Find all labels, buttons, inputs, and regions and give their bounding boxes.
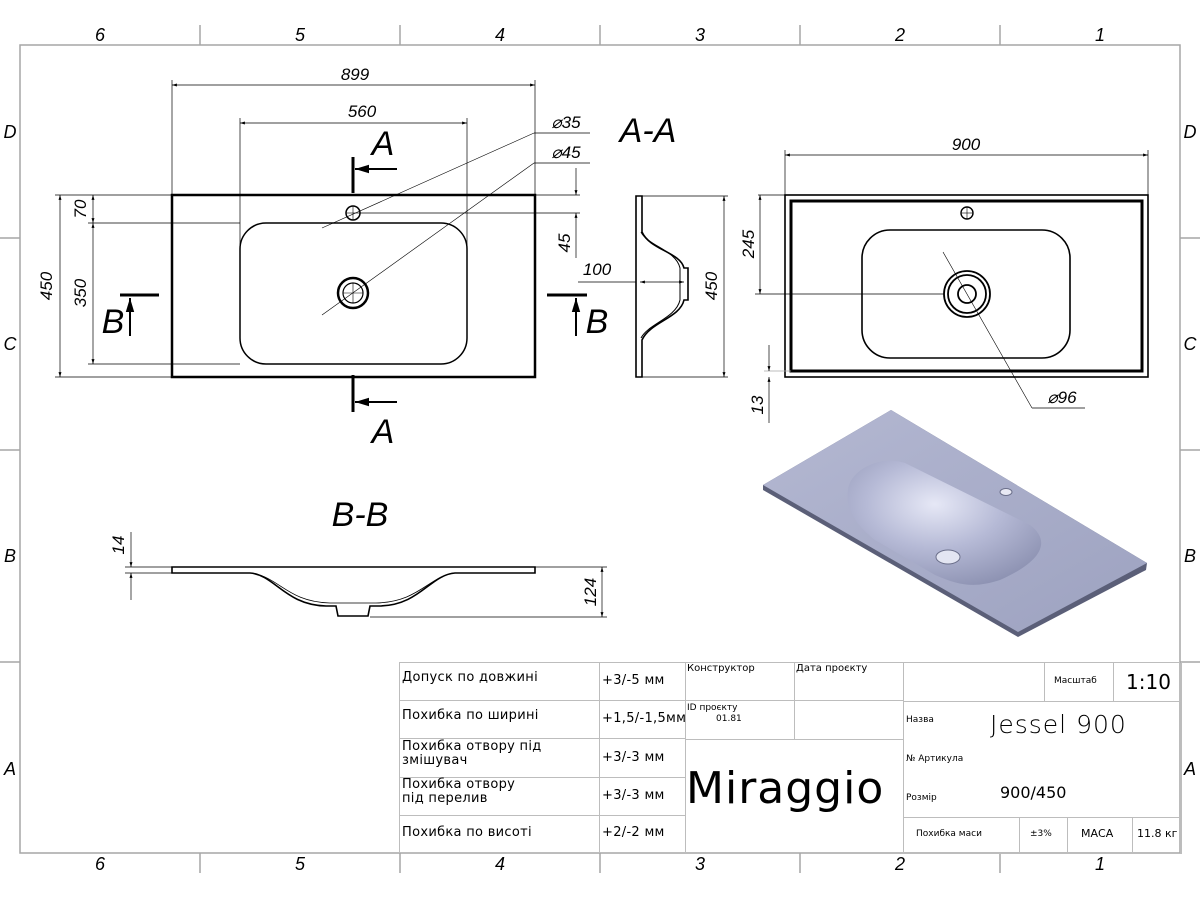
svg-text:13: 13 [748, 395, 767, 414]
tolerance-value: +2/-2 мм [602, 825, 665, 840]
svg-text:124: 124 [581, 578, 600, 606]
tolerance-label: Похибка по ширині [402, 708, 539, 723]
svg-text:245: 245 [739, 229, 758, 259]
tolerance-table: Допуск по довжині +3/-5 мм Похибка по ши… [399, 662, 686, 853]
svg-text:B-B: B-B [332, 496, 389, 534]
svg-text:D: D [1184, 122, 1197, 142]
svg-text:3: 3 [695, 25, 705, 45]
svg-text:350: 350 [71, 278, 90, 307]
svg-text:B: B [102, 303, 125, 341]
brand-logo: Miraggio [686, 763, 885, 814]
svg-text:3: 3 [695, 854, 705, 874]
project-id-value: 01.81 [716, 714, 742, 724]
drain-hole-icon [336, 276, 370, 310]
svg-text:4: 4 [495, 854, 505, 874]
svg-text:900: 900 [952, 135, 981, 154]
tolerance-value: +1,5/-1,5мм [602, 711, 687, 726]
mass-label: МАСА [1081, 827, 1114, 840]
svg-text:5: 5 [295, 854, 306, 874]
plan-view: 899 560 450 70 350 A A B B [37, 65, 608, 451]
section-aa-view: A-A 100 450 [578, 112, 728, 378]
project-id-label: ID проєкту [687, 703, 738, 713]
date-label: Дата проєкту [796, 663, 868, 674]
column-labels-bottom: 6 5 4 3 2 1 [95, 854, 1105, 874]
row-labels-left: D C B A [3, 122, 18, 779]
svg-text:B: B [4, 546, 16, 566]
row-labels-right: D C B A [1183, 122, 1198, 779]
section-bb-view: B-B 14 124 [109, 496, 607, 618]
drawing-frame [0, 25, 1200, 873]
designer-label: Конструктор [687, 663, 755, 674]
tolerance-label: Похибка отвору під перелив [402, 777, 516, 806]
svg-text:4: 4 [495, 25, 505, 45]
svg-text:2: 2 [894, 854, 905, 874]
svg-text:1: 1 [1095, 854, 1105, 874]
article-label: № Артикула [906, 754, 964, 764]
tolerance-label: Допуск по довжині [402, 670, 538, 685]
project-info: Конструктор Дата проєкту ID проєкту 01.8… [685, 662, 904, 853]
svg-text:2: 2 [894, 25, 905, 45]
scale-label: Масштаб [1054, 676, 1097, 686]
tolerance-row: Допуск по довжині +3/-5 мм [400, 662, 686, 701]
svg-text:A: A [370, 125, 395, 163]
tolerance-label: Похибка по висоті [402, 825, 532, 840]
svg-text:⌀35: ⌀35 [551, 113, 581, 132]
svg-text:D: D [4, 122, 17, 142]
svg-text:A: A [3, 759, 16, 779]
svg-text:B: B [1184, 546, 1196, 566]
svg-text:A: A [1183, 759, 1196, 779]
svg-text:C: C [4, 334, 18, 354]
svg-text:⌀96: ⌀96 [1047, 388, 1077, 407]
svg-text:5: 5 [295, 25, 306, 45]
tolerance-value: +3/-3 мм [602, 788, 665, 803]
svg-text:⌀45: ⌀45 [551, 143, 581, 162]
svg-text:450: 450 [702, 271, 721, 300]
tolerance-value: +3/-5 мм [602, 673, 665, 688]
product-info: Масштаб 1:10 Назва Jessel 900 № Артикула… [903, 662, 1182, 854]
bottom-view: 900 245 13 ⌀96 [739, 135, 1149, 423]
mass-tolerance-label: Похибка маси [916, 829, 982, 839]
svg-text:C: C [1184, 334, 1198, 354]
tolerance-value: +3/-3 мм [602, 750, 665, 765]
scale-value: 1:10 [1126, 670, 1171, 694]
svg-text:B: B [586, 303, 609, 341]
column-labels-top: 6 5 4 3 2 1 [95, 25, 1105, 45]
svg-text:45: 45 [555, 233, 574, 252]
mass-tolerance-value: ±3% [1030, 829, 1052, 839]
tolerance-row: Похибка по висоті +2/-2 мм [400, 815, 686, 853]
tolerance-row: Похибка отвору під перелив +3/-3 мм [400, 777, 686, 816]
svg-text:70: 70 [71, 199, 90, 218]
isometric-view [763, 410, 1147, 637]
svg-text:14: 14 [109, 536, 128, 555]
svg-text:450: 450 [37, 271, 56, 300]
product-name: Jessel 900 [990, 710, 1127, 739]
svg-text:A: A [370, 413, 395, 451]
name-label: Назва [906, 715, 934, 725]
svg-text:6: 6 [95, 25, 106, 45]
svg-text:1: 1 [1095, 25, 1105, 45]
mass-value: 11.8 кг [1137, 827, 1178, 840]
tolerance-label: Похибка отвору під змішувач [402, 739, 542, 768]
size-label: Розмір [906, 793, 937, 803]
tolerance-row: Похибка по ширині +1,5/-1,5мм [400, 700, 686, 739]
svg-text:899: 899 [341, 65, 370, 84]
tolerance-row: Похибка отвору під змішувач +3/-3 мм [400, 738, 686, 778]
svg-text:100: 100 [583, 260, 612, 279]
svg-text:560: 560 [348, 102, 377, 121]
svg-text:A-A: A-A [618, 112, 677, 150]
size-value: 900/450 [1000, 783, 1067, 802]
svg-text:6: 6 [95, 854, 106, 874]
title-block: Допуск по довжині +3/-5 мм Похибка по ши… [399, 662, 1182, 854]
